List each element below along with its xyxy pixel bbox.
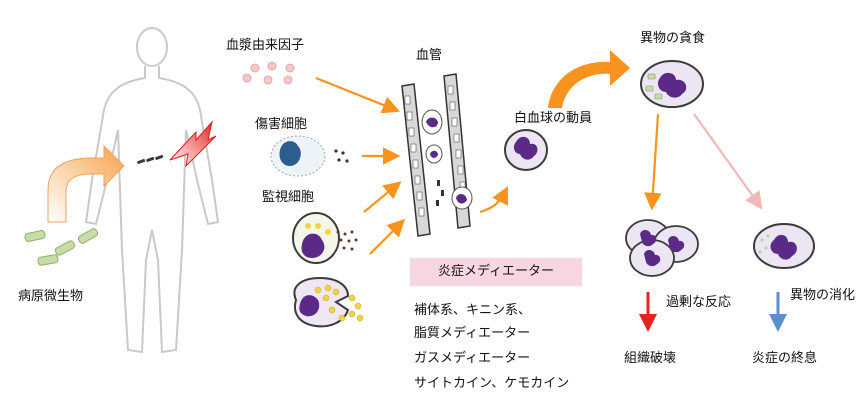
mediator-arrows	[315, 76, 508, 255]
injured-cell-icon	[270, 135, 349, 177]
bacteria-icon	[24, 228, 99, 266]
branch-arrow-left	[644, 113, 662, 211]
phagocytosis-label: 異物の貪食	[640, 31, 706, 46]
blood-vessel-icon	[401, 73, 473, 237]
cell-cluster-icon	[625, 219, 699, 277]
mediator-item-3: ガスメディエーター	[414, 351, 531, 366]
pathogen-label: 病原微生物	[18, 289, 84, 304]
big-curved-arrow-icon	[548, 50, 630, 108]
damage-bolt-icon	[169, 120, 217, 168]
mediator-item-1: 補体系、キニン系、	[414, 303, 532, 318]
branch-arrow-right	[693, 113, 763, 210]
phagocyte-cell-icon	[640, 60, 704, 108]
digestion-cell-icon	[753, 223, 815, 269]
excessive-reaction-label: 過剰な反応	[666, 295, 732, 310]
entry-arrow-icon	[47, 144, 125, 223]
degranulating-cell-icon	[293, 276, 364, 328]
mediator-item-2: 脂質メディエーター	[414, 326, 531, 341]
mediator-item-4: サイトカイン、ケモカイン	[414, 376, 570, 391]
resolution-label: 炎症の終息	[752, 351, 818, 366]
digestion-label: 異物の消化	[790, 288, 856, 303]
human-body-outline	[84, 27, 220, 354]
leukocyte-mobilization-label: 白血球の動員	[514, 111, 593, 126]
plasma-factor-icon	[242, 61, 295, 85]
plasma-factors-label: 血漿由来因子	[226, 38, 305, 53]
internal-bacteria-icon	[137, 154, 164, 164]
tissue-destruction-label: 組織破壊	[624, 351, 677, 366]
surveillance-cells-label: 監視細胞	[262, 190, 315, 205]
mediators-banner: 炎症メディエーター	[410, 258, 582, 286]
leukocyte-cell-icon	[504, 129, 548, 171]
surveillance-cell-icon	[292, 212, 358, 264]
injured-cells-label: 傷害細胞	[255, 117, 308, 132]
blood-vessel-label: 血管	[416, 48, 443, 63]
